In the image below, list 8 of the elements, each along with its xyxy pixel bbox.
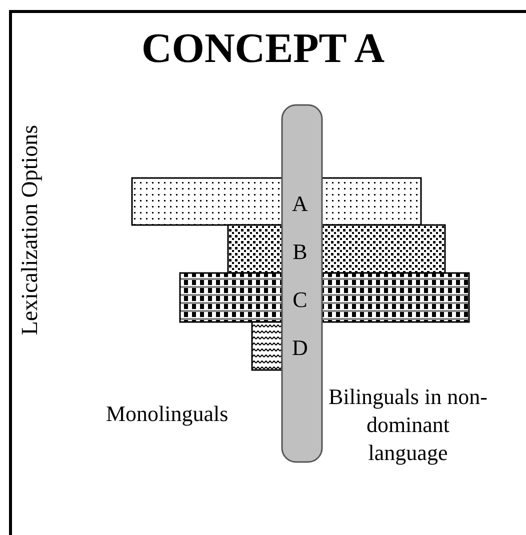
title: CONCEPT A (140, 25, 386, 74)
group-label: Monolinguals (106, 400, 230, 428)
row-letter: B (292, 238, 308, 266)
row-letter: A (291, 190, 309, 218)
row-letter: D (291, 334, 309, 362)
group-label: Bilinguals in non-dominant language (328, 383, 488, 467)
axis-label: Lexicalization Options (16, 124, 43, 338)
row-letter: C (292, 286, 308, 314)
